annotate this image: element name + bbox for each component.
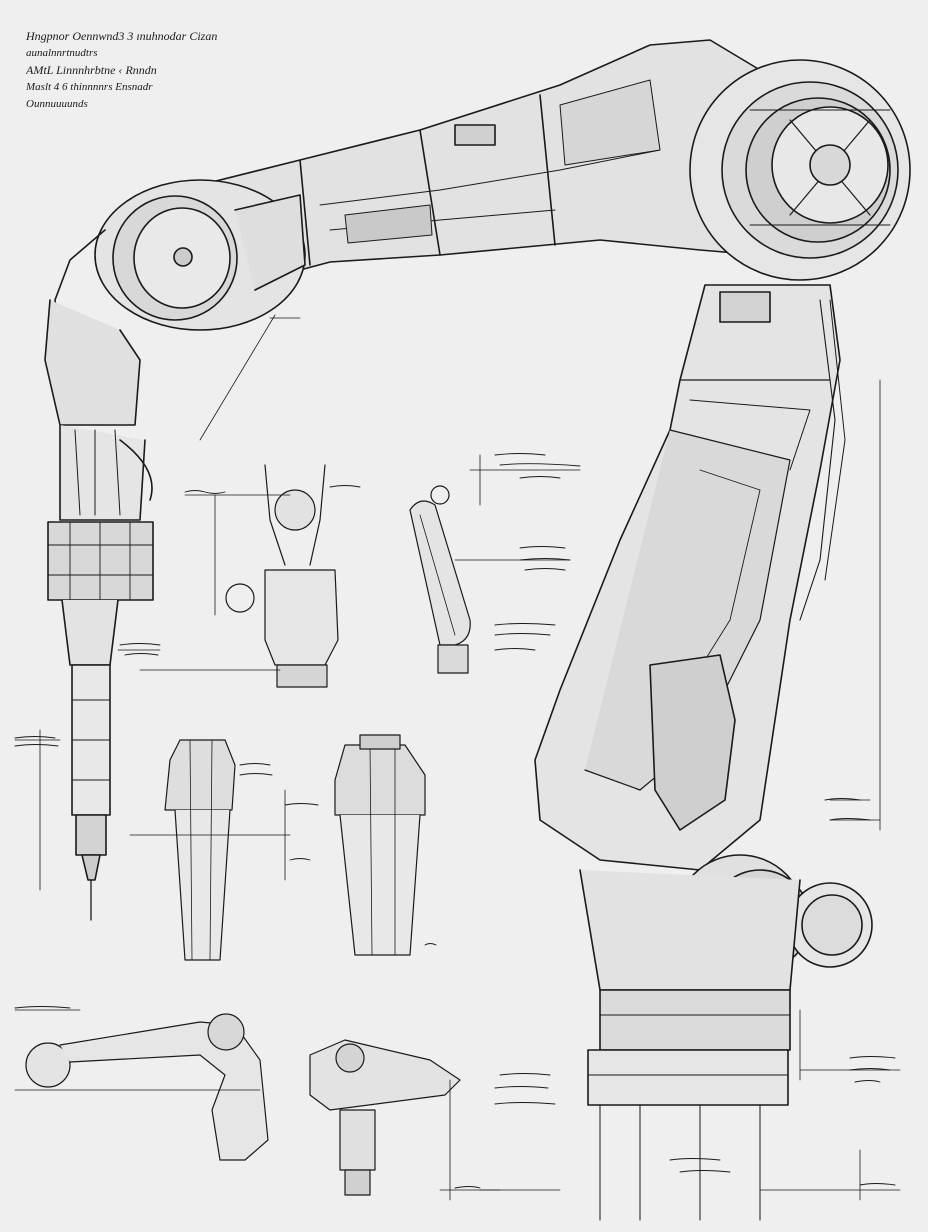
detail-sketch-effector xyxy=(309,1039,561,1201)
elbow-joint xyxy=(54,179,306,341)
dimension-lines xyxy=(14,314,901,1201)
shoulder-joint xyxy=(689,59,911,281)
title-block: Hngpnor Oennwnd3 3 ınuhnodar Cizan aunal… xyxy=(26,28,256,113)
detail-sketch-gripper xyxy=(184,464,339,688)
detail-sketch-arm-profile xyxy=(14,1009,269,1161)
title-line-2: aunalnnrtnudtrs xyxy=(26,47,98,59)
detail-sketch-actuator-1 xyxy=(129,739,291,961)
detail-sketch-link xyxy=(409,454,581,674)
upper-arm-boom xyxy=(199,39,796,281)
annotation-notes xyxy=(14,453,896,1189)
wrist-assembly xyxy=(44,299,154,921)
base-assembly xyxy=(579,854,873,1221)
title-line-4: Maslt 4 6 thinnnnrs Ensnadr xyxy=(26,81,153,93)
title-line-5: Ounnuuuunds xyxy=(26,98,88,110)
detail-sketch-actuator-2 xyxy=(334,734,426,956)
title-line-3: AMtL Linnnhrbtne ‹ Rnndn xyxy=(26,63,157,77)
title-line-1: Hngpnor Oennwnd3 3 ınuhnodar Cizan xyxy=(26,29,218,43)
lower-arm xyxy=(534,284,846,871)
